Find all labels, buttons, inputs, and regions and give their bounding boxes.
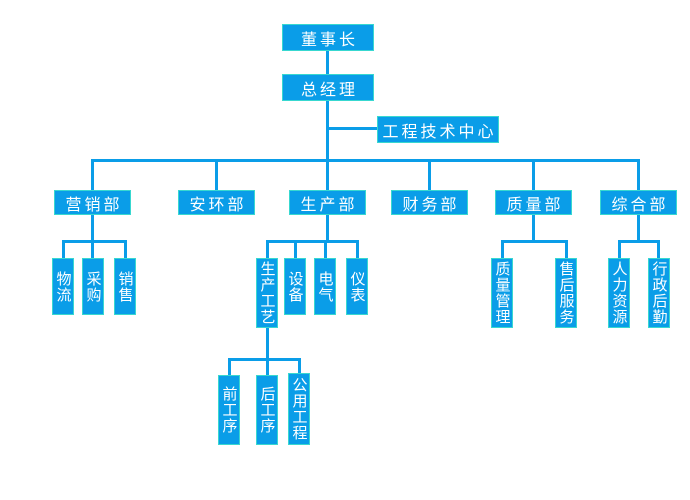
org-node-dept-production: 生产部: [289, 190, 366, 215]
connector-drop: [124, 240, 127, 258]
org-node-purchasing: 采购: [82, 258, 104, 315]
connector-drop: [91, 162, 94, 190]
connector-stub: [637, 215, 640, 243]
connector-drop: [501, 240, 504, 258]
org-node-admin-logistics: 行政后勤: [648, 258, 670, 328]
connector-children-horizontal: [228, 358, 301, 361]
org-node-after-sales-service: 售后服务: [555, 258, 577, 328]
connector-children-horizontal: [618, 240, 660, 243]
connector-drop: [324, 240, 327, 258]
org-node-engineering-center: 工程技术中心: [377, 116, 499, 143]
connector-drop: [532, 162, 535, 190]
connector-drop: [565, 240, 568, 258]
org-node-dept-finance: 财务部: [391, 190, 468, 215]
connector-drop: [228, 358, 231, 375]
connector-stub: [91, 215, 94, 243]
connector-drop: [618, 240, 621, 258]
connector-drop: [266, 240, 269, 258]
org-node-quality-management: 质量管理: [491, 258, 513, 328]
org-node-equipment: 设备: [284, 258, 306, 315]
org-node-electrical: 电气: [314, 258, 336, 315]
connector-drop: [91, 240, 94, 258]
connector-children-horizontal: [501, 240, 568, 243]
org-node-front-process: 前工序: [218, 375, 240, 445]
org-node-production-process: 生产工艺: [256, 258, 278, 328]
org-node-human-resources: 人力资源: [608, 258, 630, 328]
connector-children-horizontal: [266, 240, 359, 243]
connector-stub: [326, 215, 329, 243]
connector-drop: [294, 240, 297, 258]
connector-engineering-branch: [327, 127, 377, 130]
connector-drop: [428, 162, 431, 190]
org-node-back-process: 后工序: [256, 375, 278, 445]
org-node-logistics: 物流: [52, 258, 74, 315]
connector-drop: [266, 358, 269, 375]
org-node-dept-marketing: 营销部: [54, 190, 131, 215]
connector-drop: [215, 162, 218, 190]
connector-drop: [637, 162, 640, 190]
org-node-sales: 销售: [114, 258, 136, 315]
connector-drop: [657, 240, 660, 258]
connector-stub: [266, 328, 269, 361]
connector-children-horizontal: [62, 240, 127, 243]
connector-drop: [356, 240, 359, 258]
connector-main-vertical: [326, 51, 329, 162]
connector-departments-horizontal: [91, 159, 640, 162]
org-node-dept-general-affairs: 综合部: [600, 190, 677, 215]
org-node-chairman: 董事长: [282, 24, 374, 51]
org-node-dept-safety-environment: 安环部: [178, 190, 255, 215]
org-node-utility-engineering: 公用工程: [288, 373, 310, 445]
org-node-instrumentation: 仪表: [346, 258, 368, 315]
connector-drop: [62, 240, 65, 258]
connector-stub: [532, 215, 535, 243]
connector-drop: [326, 162, 329, 190]
org-node-general-manager: 总经理: [282, 74, 374, 101]
connector-drop: [298, 358, 301, 375]
org-node-dept-quality: 质量部: [495, 190, 572, 215]
